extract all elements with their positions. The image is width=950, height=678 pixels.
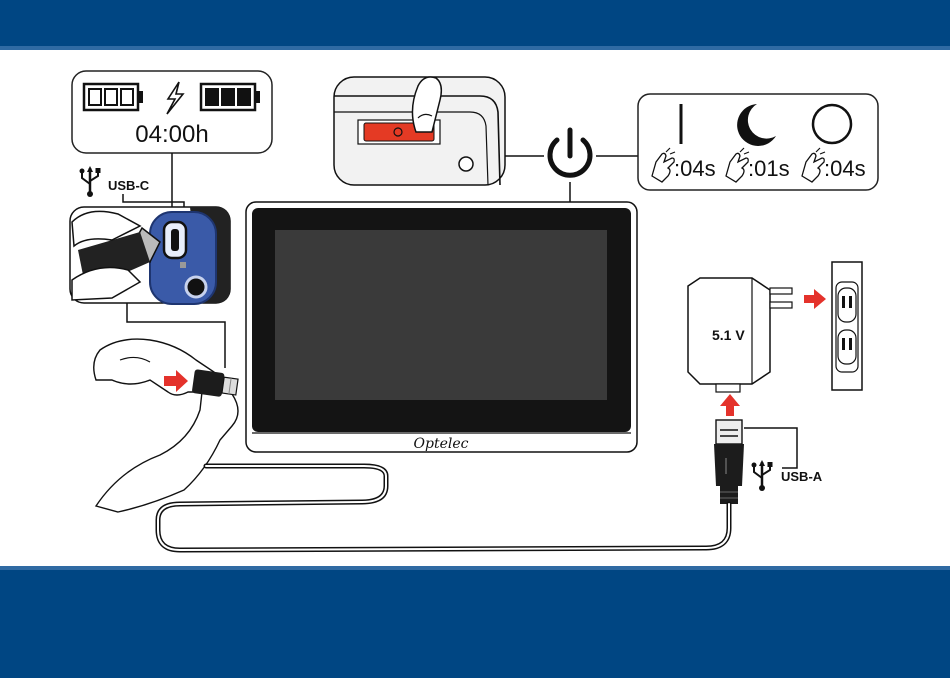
plug-into-outlet-arrow-icon	[804, 289, 826, 309]
hand-inserting-plug	[94, 339, 239, 512]
battery-callout: 04:00h	[72, 71, 272, 153]
power-button-closeup	[334, 77, 505, 185]
charge-time: 04:00h	[135, 121, 208, 148]
adapter-voltage: 5.1 V	[712, 327, 745, 343]
wall-outlet	[832, 262, 862, 390]
usb-c-label: USB-C	[108, 178, 150, 193]
usb-c-port-closeup	[70, 207, 230, 304]
usb-symbol-icon	[80, 166, 101, 197]
usb-a-label: USB-A	[781, 469, 823, 484]
usb-symbol-icon	[752, 460, 773, 491]
power-adapter: 5.1 V	[688, 278, 792, 392]
battery-full-icon	[201, 84, 260, 110]
optelec-device: Optelec	[246, 202, 637, 452]
power-on-duration: :04s	[674, 156, 716, 181]
plug-into-adapter-arrow-icon	[720, 394, 740, 416]
usb-cable	[158, 466, 729, 550]
usb-a-plug	[714, 420, 744, 504]
sleep-duration: :01s	[748, 156, 790, 181]
power-symbol-icon	[550, 130, 590, 175]
power-modes-callout: :04s :01s :04s	[638, 94, 878, 190]
power-off-duration: :04s	[824, 156, 866, 181]
battery-empty-icon	[84, 84, 143, 110]
brand-logo: Optelec	[414, 436, 469, 452]
